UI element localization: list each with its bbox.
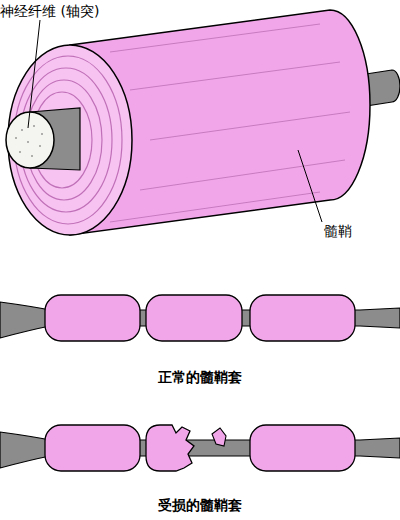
part-label: 神经纤维 (轴突) [0, 2, 99, 20]
myelin-segment [45, 295, 140, 341]
myelin-segment [250, 295, 355, 341]
figure-label: 正常的髓鞘套 [158, 368, 242, 386]
leader-line [298, 150, 322, 222]
damaged-segment [146, 425, 194, 471]
myelin-texture [110, 24, 350, 222]
part-label: 髓鞘 [324, 222, 352, 240]
myelin-segment [45, 425, 140, 471]
myelin-segment [146, 295, 242, 341]
axon-section [6, 112, 54, 168]
axon-dots [15, 125, 43, 157]
myelin-fragment [212, 428, 226, 446]
myelin-segment [250, 425, 355, 471]
leader-line [28, 20, 40, 128]
figure-label: 受损的髓鞘套 [158, 496, 242, 514]
